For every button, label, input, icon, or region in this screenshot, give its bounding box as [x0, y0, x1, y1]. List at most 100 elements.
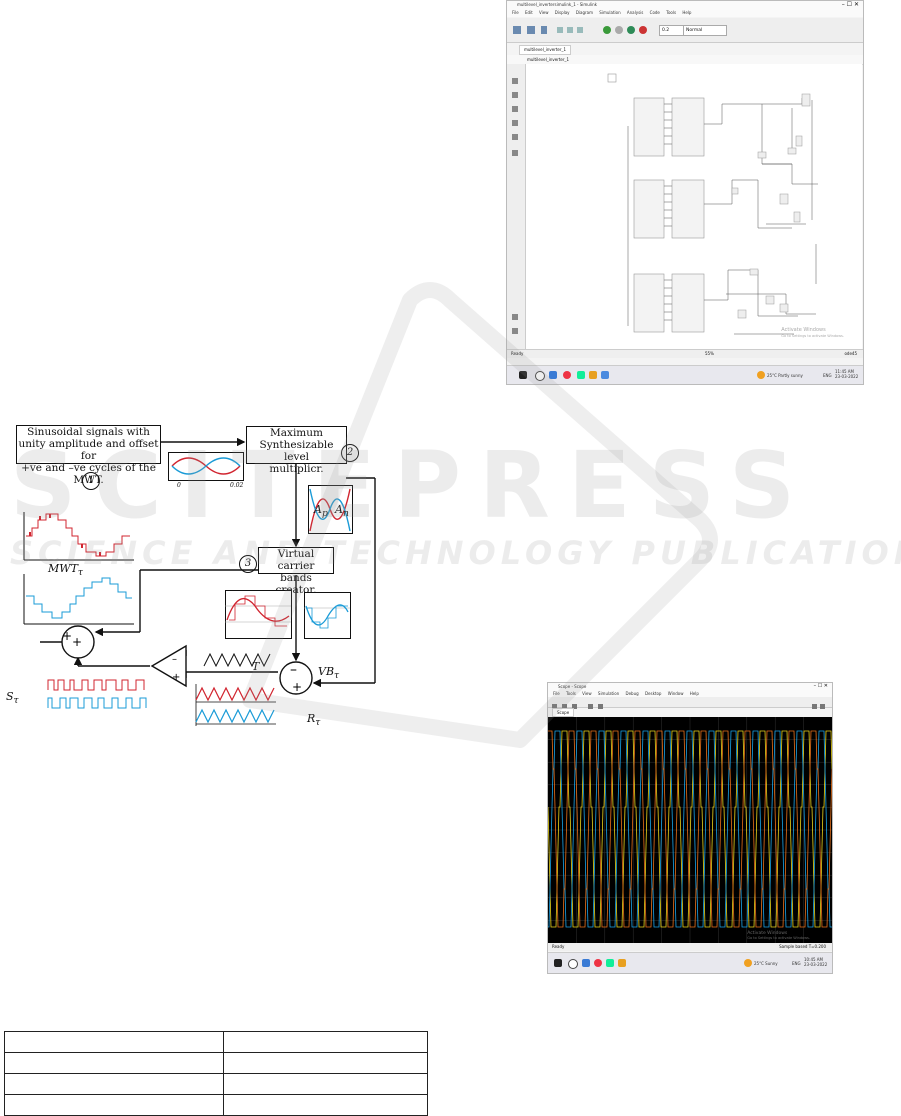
- model-tab[interactable]: multilevel_inverter_1: [519, 45, 572, 55]
- model-canvas[interactable]: Activate Windows Go to Settings to activ…: [526, 64, 862, 349]
- windows-start-icon[interactable]: [519, 371, 527, 379]
- scope-activate-line1: Activate Windows: [747, 931, 788, 936]
- scope-toolbar[interactable]: [548, 697, 832, 709]
- block-diagram: [607, 73, 818, 335]
- stop-time-input[interactable]: 0.2: [659, 25, 685, 36]
- table-cell: [4, 1052, 224, 1074]
- scope-display[interactable]: Activate Windows Go to Settings to activ…: [547, 717, 833, 943]
- mwt-red-plot: [23, 512, 134, 561]
- window-controls[interactable]: – ☐ ✕: [841, 1, 859, 8]
- label-an-sub: n: [342, 508, 349, 520]
- menu-help[interactable]: Help: [682, 10, 692, 15]
- box2-line2: Synthesizable level: [259, 439, 334, 463]
- label-an-main: A: [335, 503, 343, 516]
- simulink-menubar: File Edit View Display Diagram Simulatio…: [507, 9, 863, 17]
- menu-analysis[interactable]: Analysis: [626, 10, 644, 15]
- activate-windows-notice: Activate Windows Go to Settings to activ…: [781, 327, 844, 339]
- scope-menu-window[interactable]: Window: [667, 691, 684, 696]
- svg-text:–: –: [290, 662, 297, 678]
- status-zoom: 55%: [705, 351, 714, 356]
- scope-menu-help[interactable]: Help: [689, 691, 699, 696]
- taskbar-app-icon[interactable]: [577, 371, 585, 379]
- table-row: [4, 1052, 428, 1074]
- svg-text:+: +: [292, 680, 302, 694]
- sine-plot-1: [168, 452, 244, 481]
- clock-time: 11:45 AM: [835, 369, 854, 374]
- scope-clock-time: 10:45 AM: [804, 957, 823, 962]
- label-mwt-main: MWT: [48, 562, 78, 575]
- label-r-main: R: [307, 712, 316, 725]
- taskbar-app-icon[interactable]: [601, 371, 609, 379]
- plot1-axis-end: 0.02: [230, 482, 244, 489]
- status-solver: ode45: [844, 351, 857, 356]
- label-s-sub: τ: [13, 695, 19, 707]
- simulink-palette[interactable]: [507, 64, 526, 349]
- label-ap: Ap: [314, 503, 328, 519]
- simulink-window: multilevel_invertersimulink_1 - Simulink…: [506, 0, 864, 385]
- lang-text: ENG: [823, 373, 832, 378]
- label-mwt-sub: τ: [77, 567, 83, 579]
- table-cell: [4, 1031, 224, 1053]
- simulink-title: multilevel_invertersimulink_1 - Simulink: [507, 1, 863, 9]
- scope-tab[interactable]: Scope: [552, 708, 575, 717]
- menu-view[interactable]: View: [539, 10, 549, 15]
- scope-menu-desktop[interactable]: Desktop: [644, 691, 662, 696]
- search-icon[interactable]: [568, 959, 578, 969]
- scope-menu-simulation[interactable]: Simulation: [597, 691, 620, 696]
- sim-mode-select[interactable]: Normal: [683, 25, 727, 36]
- label-vb: VBτ: [318, 665, 339, 681]
- plot1-axis-zero: 0: [177, 482, 181, 489]
- activate-line1: Activate Windows: [781, 327, 826, 333]
- toolbar-icons[interactable]: [507, 18, 863, 42]
- menu-display[interactable]: Display: [554, 10, 570, 15]
- scope-menu-tools[interactable]: Tools: [565, 691, 576, 696]
- menu-edit[interactable]: Edit: [524, 10, 533, 15]
- clock-date: 23-03-2022: [835, 374, 859, 379]
- taskbar-app-icon[interactable]: [549, 371, 557, 379]
- scope-trace: [548, 730, 833, 928]
- table-cell: [223, 1031, 428, 1053]
- scope-menu-view[interactable]: View: [582, 691, 592, 696]
- scope-waveforms: [547, 717, 833, 943]
- svg-text:–: –: [172, 654, 177, 665]
- simulink-statusbar: Ready 55% ode45: [507, 349, 863, 358]
- taskbar-app-icon[interactable]: [582, 959, 590, 967]
- menu-code[interactable]: Code: [649, 10, 660, 15]
- table-row: [4, 1073, 428, 1095]
- menu-simulation[interactable]: Simulation: [599, 10, 621, 15]
- chrome-icon[interactable]: [594, 959, 602, 967]
- menu-file[interactable]: File: [512, 10, 519, 15]
- search-icon[interactable]: [535, 371, 545, 381]
- label-vb-sub: τ: [334, 670, 340, 682]
- matlab-icon[interactable]: [589, 371, 597, 379]
- step-number-3: 3: [239, 555, 257, 573]
- status-ready: Ready: [511, 351, 524, 356]
- carrier-bands-box: Virtual carrier bands creator.: [258, 547, 334, 596]
- scope-menu-file[interactable]: File: [553, 691, 560, 696]
- box2-line1: Maximum: [270, 427, 323, 439]
- windows-start-icon[interactable]: [554, 959, 562, 967]
- mwt-blue-plot: [23, 574, 134, 625]
- step-number-2: 2: [341, 444, 359, 462]
- weather-icon: [757, 371, 765, 379]
- matlab-icon[interactable]: [618, 959, 626, 967]
- box1-line1: Sinusoidal signals with: [27, 426, 150, 438]
- taskbar-app-icon[interactable]: [606, 959, 614, 967]
- scope-menubar: File Tools View Simulation Debug Desktop…: [548, 690, 832, 697]
- scope-window: Scope - Scope – ☐ ✕ File Tools View Simu…: [547, 682, 833, 974]
- label-an: An: [335, 503, 349, 519]
- table-cell: [223, 1052, 428, 1074]
- scope-window-controls[interactable]: – ☐ ✕: [813, 683, 828, 689]
- label-s: Sτ: [6, 690, 19, 706]
- scope-menu-debug[interactable]: Debug: [625, 691, 639, 696]
- menu-diagram[interactable]: Diagram: [575, 10, 594, 15]
- menu-tools[interactable]: Tools: [666, 10, 677, 15]
- carrier-output-plot: [195, 684, 276, 726]
- scope-statusbar: Ready Sample based T=0.200: [548, 943, 832, 951]
- chrome-icon[interactable]: [563, 371, 571, 379]
- label-s-main: S: [6, 690, 14, 703]
- label-r: Rτ: [307, 712, 320, 728]
- scope-activate-notice: Activate Windows Go to Settings to activ…: [747, 931, 810, 941]
